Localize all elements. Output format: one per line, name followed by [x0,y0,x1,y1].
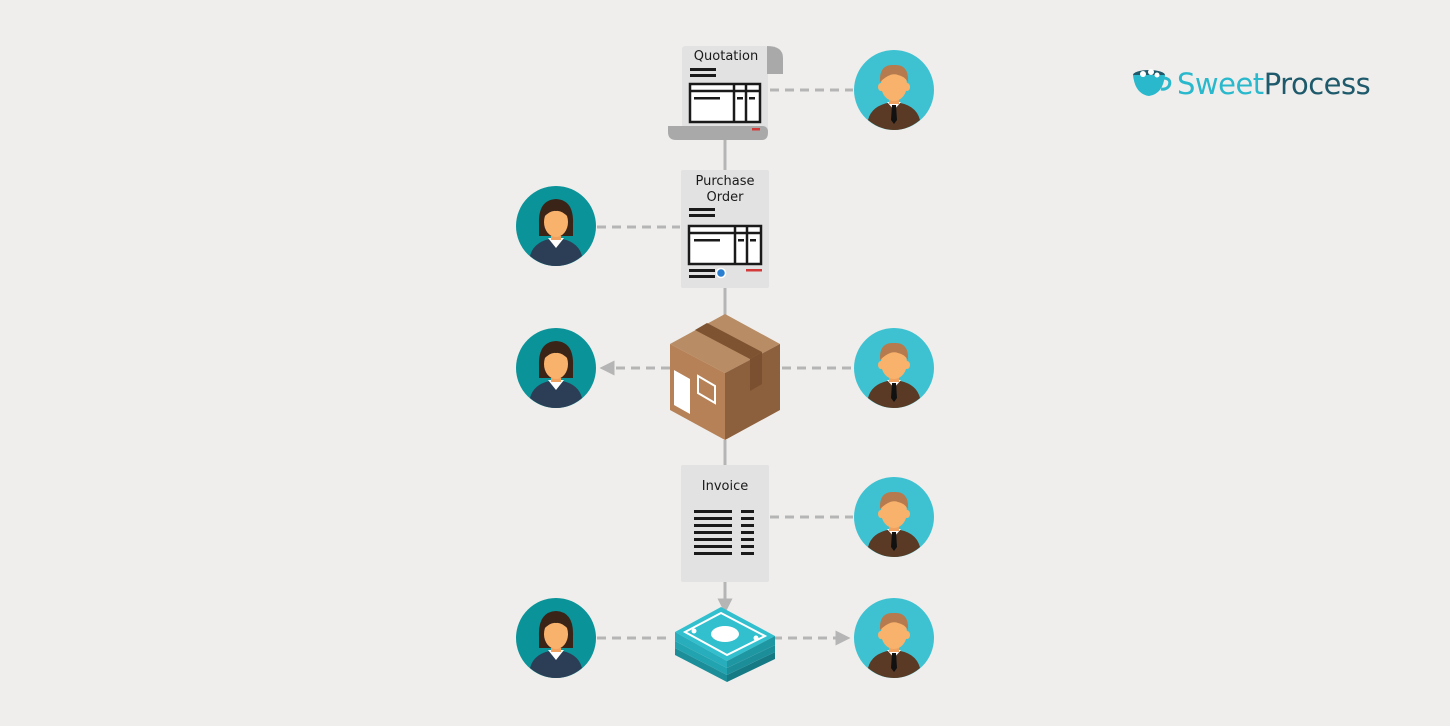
purchase-order-label-line2: Order [706,190,744,205]
package-box-icon [670,314,780,440]
customer-avatar-icon [516,328,596,408]
purchase-order-label: Purchase Order [681,174,769,206]
supplier-avatar-icon [854,477,934,557]
invoice-label: Invoice [701,479,749,494]
supplier-avatar-icon [854,328,934,408]
invoice-document-icon [681,465,769,582]
supplier-avatar-icon [854,598,934,678]
sweetprocess-logo-icon [1133,69,1172,96]
purchase-order-document-icon [681,170,769,288]
customer-avatar-icon [516,598,596,678]
customer-avatar-icon [516,186,596,266]
brand-name-part2: Process [1263,67,1371,101]
dashed-connectors [597,88,853,646]
purchase-order-label-line1: Purchase [695,174,755,189]
brand-name-part1: Sweet [1177,67,1264,101]
quotation-document-icon [668,46,783,140]
quotation-label: Quotation [693,49,759,64]
cash-payment-icon [675,607,775,682]
supplier-avatar-icon [854,50,934,130]
